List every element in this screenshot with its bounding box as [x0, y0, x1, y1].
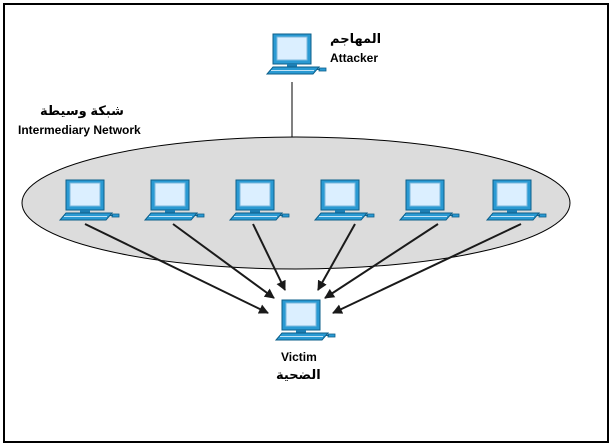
attack-arrow: [317, 223, 356, 291]
network-node-computer-icon: [313, 179, 375, 221]
attacker-label-ar: المهاجم: [330, 31, 382, 46]
attack-arrow: [324, 223, 439, 299]
attack-arrow: [332, 223, 522, 314]
network-node-computer-icon: [143, 179, 205, 221]
attack-arrow: [172, 223, 275, 299]
attack-arrows: [84, 223, 522, 314]
network-label-en: Intermediary Network: [18, 123, 141, 137]
victim-label-ar: الضحية: [276, 367, 321, 382]
network-ellipse: [21, 136, 571, 270]
victim-computer-icon: [274, 299, 336, 341]
attacker-computer-icon: [265, 33, 327, 75]
network-node-computer-icon: [398, 179, 460, 221]
network-node-computer-icon: [58, 179, 120, 221]
attacker-label-en: Attacker: [330, 51, 379, 65]
attack-arrow: [84, 223, 269, 314]
network-label-ar: شبكة وسيطة: [40, 103, 124, 118]
network-node-computer-icon: [228, 179, 290, 221]
computers-layer: [58, 33, 547, 341]
attack-arrow: [252, 223, 286, 291]
network-node-computer-icon: [485, 179, 547, 221]
victim-label-en: Victim: [281, 350, 317, 364]
